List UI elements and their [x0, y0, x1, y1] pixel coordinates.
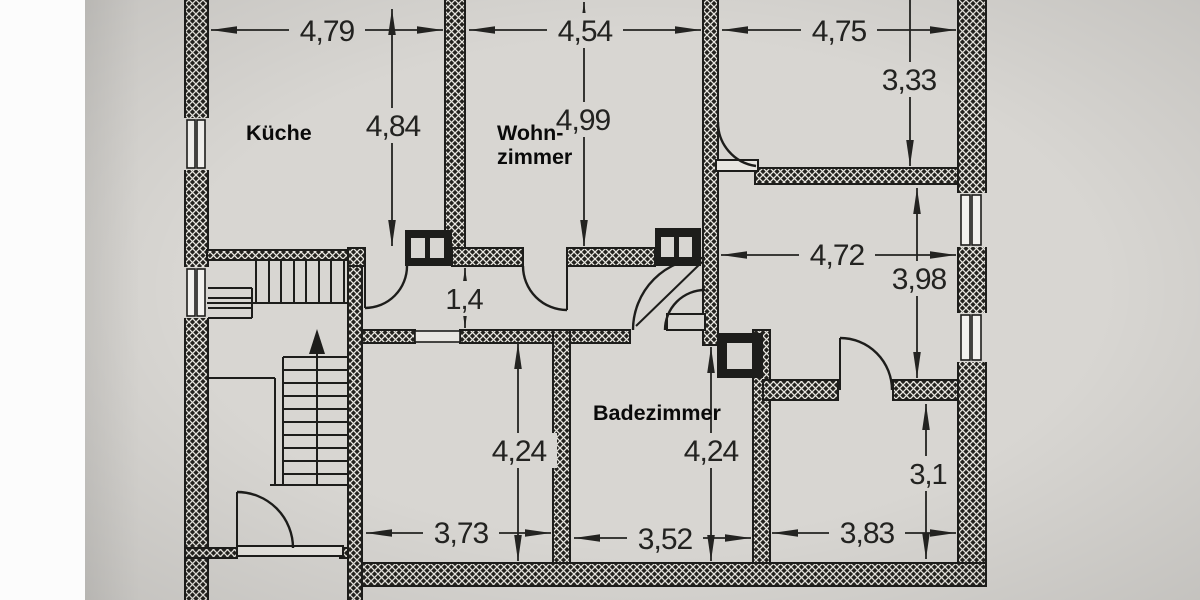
dim-label-wohnzimmer-width: 4,54: [558, 15, 613, 48]
wall-vestibule-a: [184, 547, 238, 559]
window-left-kueche: [184, 118, 209, 170]
window-left-stairs: [184, 267, 209, 318]
room-label-kueche: Küche: [246, 121, 312, 145]
wall-hallway-top-a: [347, 247, 366, 267]
wall-hallway-top-c: [566, 247, 656, 267]
wall-hallway-bottom-a: [361, 329, 416, 344]
wall-outer-right: [957, 0, 987, 587]
duct-flue: [661, 237, 674, 257]
wall-stair-top-thin: [206, 249, 349, 261]
dim-label-room-top-right-width: 4,75: [812, 15, 867, 48]
white-margin: [0, 0, 85, 600]
room-label-wohnzimmer-line2: zimmer: [497, 145, 573, 169]
room-label-badezimmer: Badezimmer: [593, 401, 721, 425]
dim-label-room-bottom-right-height: 3,1: [909, 459, 946, 491]
dim-label-hallway-width: 1,4: [445, 284, 483, 316]
dim-label-badezimmer-width: 3,52: [638, 523, 693, 556]
dim-label-wohnzimmer-height: 4,99: [556, 104, 611, 137]
paper-edge-shadow: [85, 0, 140, 600]
dim-label-room-top-right-height: 3,33: [882, 64, 937, 97]
wall-hallway-top-b: [451, 247, 524, 267]
window-right-lower: [957, 313, 987, 362]
dim-label-kueche-height: 4,84: [366, 110, 421, 143]
wall-midright-bottom-a: [762, 379, 839, 401]
duct-flue: [679, 237, 692, 257]
wall-kueche-wohnzimmer: [444, 0, 466, 251]
dim-label-room-bottom-left-width: 3,73: [434, 517, 489, 550]
duct-flue: [430, 238, 444, 258]
wall-wohnzimmer-right-section: [702, 0, 719, 346]
door-threshold-room-bottom-left: [414, 330, 461, 343]
dim-label-room-mid-right-height: 3,98: [892, 263, 947, 296]
duct-flue: [727, 343, 752, 369]
room-label-wohnzimmer-line1: Wohn-: [497, 121, 563, 145]
dim-label-kueche-width: 4,79: [300, 15, 355, 48]
window-right-upper: [957, 193, 987, 247]
wall-outer-bottom: [361, 562, 987, 587]
dim-label-badezimmer-height: 4,24: [684, 435, 739, 468]
dim-label-room-mid-right-width: 4,72: [810, 239, 865, 272]
wall-stairwell-right: [347, 249, 363, 600]
duct-flue: [411, 238, 425, 258]
dim-label-room-bottom-left-height: 4,24: [492, 435, 547, 468]
wall-topright-divider: [754, 167, 959, 185]
wall-hallway-bottom-b: [459, 329, 554, 344]
wall-midright-bottom-b: [892, 379, 959, 401]
wall-badezimmer-top: [569, 329, 631, 344]
dim-label-room-bottom-right-width: 3,83: [840, 517, 895, 550]
